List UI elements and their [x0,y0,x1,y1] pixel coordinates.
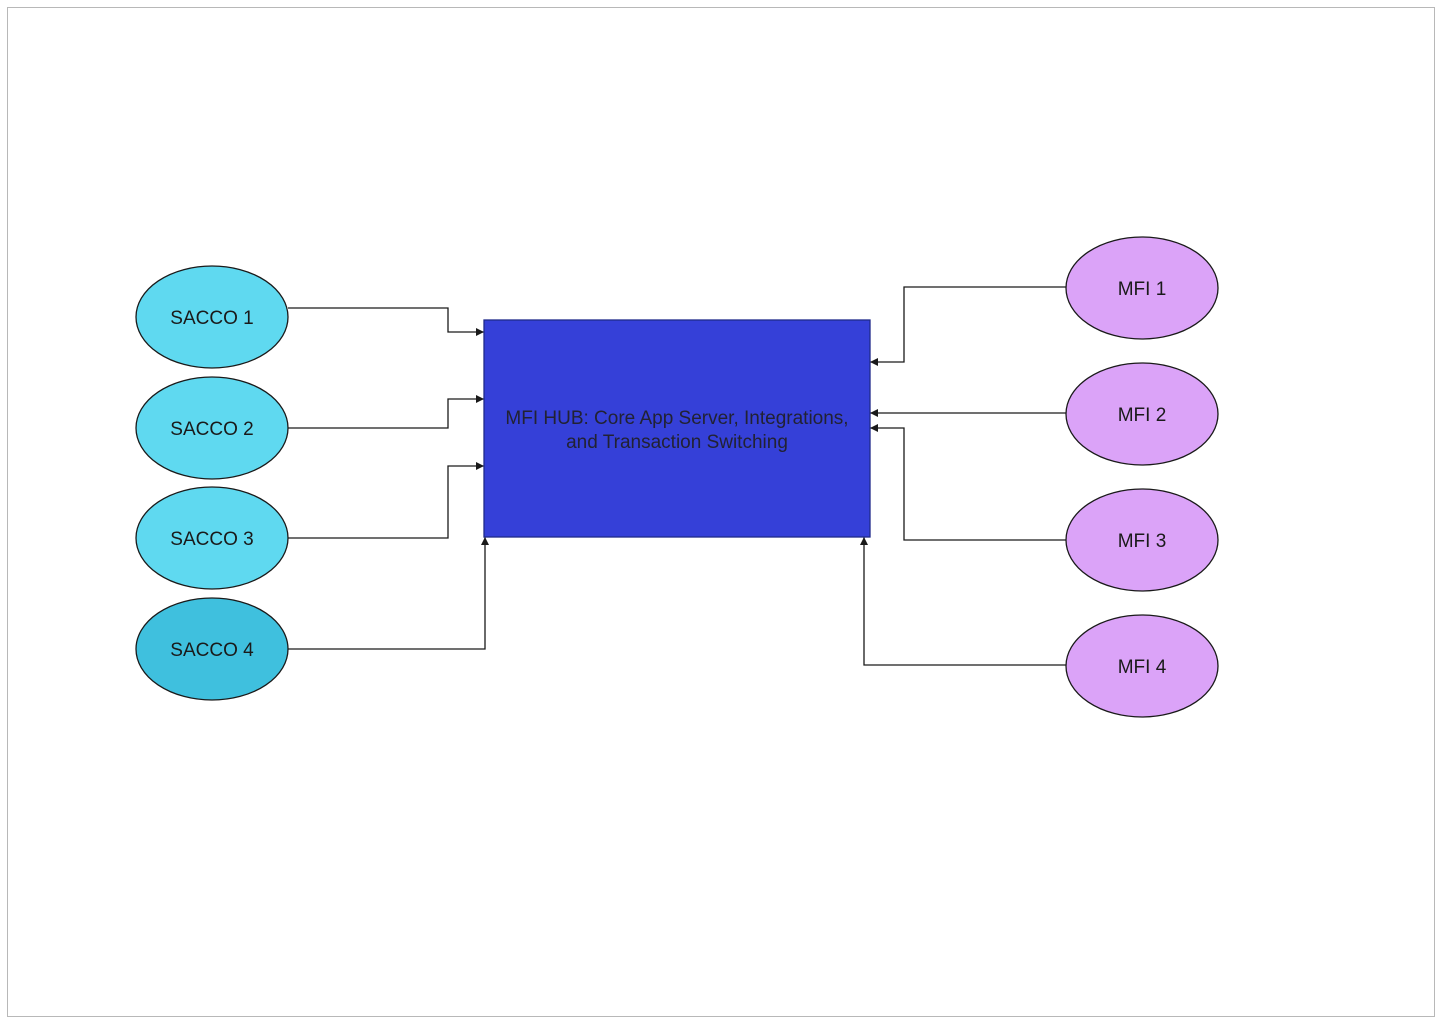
sacco-ellipse[interactable] [135,376,289,480]
edge-sacco3-hub [288,462,484,539]
hub-box[interactable] [483,319,871,538]
sacco-node-1[interactable]: SACCO 1 [135,265,289,369]
sacco-label: SACCO 2 [170,419,253,440]
sacco-ellipse[interactable] [135,486,289,590]
sacco-node-3[interactable]: SACCO 3 [135,486,289,590]
edges [288,286,1066,666]
mfi-label: MFI 1 [1118,279,1167,300]
hub-label-line-2: and Transaction Switching [566,432,788,453]
mfi-label: MFI 3 [1118,531,1167,552]
sacco-nodes: SACCO 1 SACCO 2 SACCO 3 SACCO 4 [135,265,289,701]
edge-mfi4-hub [860,537,1066,666]
edge-mfi1-hub [870,286,1066,366]
sacco-label: SACCO 3 [170,529,253,550]
mfi-node-2[interactable]: MFI 2 [1065,362,1219,466]
mfi-node-1[interactable]: MFI 1 [1065,236,1219,340]
sacco-ellipse[interactable] [135,597,289,701]
mfi-ellipse[interactable] [1065,614,1219,718]
mfi-node-3[interactable]: MFI 3 [1065,488,1219,592]
edge-sacco2-hub [288,395,484,429]
edge-sacco4-hub [288,537,489,650]
mfi-label: MFI 2 [1118,405,1167,426]
sacco-ellipse[interactable] [135,265,289,369]
mfi-ellipse[interactable] [1065,488,1219,592]
hub-node[interactable]: MFI HUB: Core App Server, Integrations, … [483,319,871,538]
edge-mfi3-hub [870,424,1066,541]
mfi-label: MFI 4 [1118,657,1167,678]
mfi-nodes: MFI 1 MFI 2 MFI 3 MFI 4 [1065,236,1219,718]
hub-label-line-1: MFI HUB: Core App Server, Integrations, [505,408,848,429]
mfi-ellipse[interactable] [1065,362,1219,466]
mfi-ellipse[interactable] [1065,236,1219,340]
sacco-label: SACCO 1 [170,308,253,329]
mfi-node-4[interactable]: MFI 4 [1065,614,1219,718]
edge-sacco1-hub [288,307,484,336]
sacco-node-2[interactable]: SACCO 2 [135,376,289,480]
sacco-node-4[interactable]: SACCO 4 [135,597,289,701]
sacco-label: SACCO 4 [170,640,254,661]
